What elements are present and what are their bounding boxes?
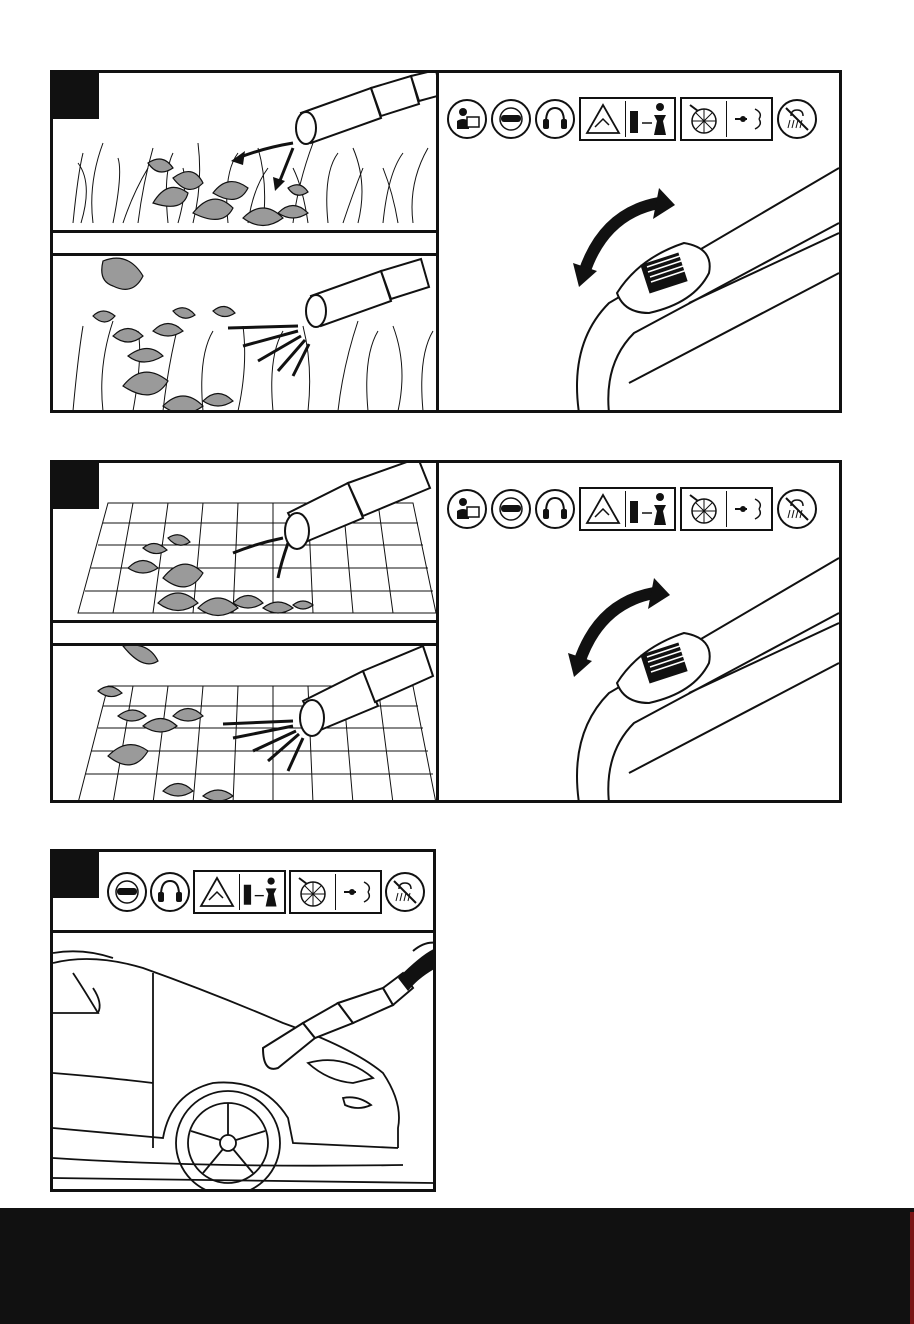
rotating-fan-icon: [680, 97, 773, 141]
grass-blow-panel: [53, 253, 439, 413]
bystander-distance-icon: [193, 870, 286, 914]
ear-protection-icon: [535, 489, 575, 529]
section-1-frame: [50, 70, 842, 413]
grass-speed-switch-panel: [436, 163, 842, 413]
footer-accent-edge: [910, 1212, 914, 1324]
no-rain-icon: [385, 872, 425, 912]
section-2-frame: [50, 460, 842, 803]
footer-bar: [0, 1208, 914, 1324]
bystander-distance-icon: [579, 97, 676, 141]
rotating-fan-icon: [680, 487, 773, 531]
paving-speed-switch-panel: [436, 553, 842, 803]
step-number-box: [53, 463, 99, 509]
paving-blow-panel: [53, 643, 439, 803]
step-number-box: [53, 852, 99, 898]
grass-safety-icons-panel: [436, 73, 842, 166]
paving-safety-icons-panel: [436, 463, 842, 556]
safety-icon-row: [447, 487, 817, 531]
car-drying-illustration: [53, 933, 436, 1192]
safety-goggles-icon: [491, 99, 531, 139]
grass-gather-panel: [53, 73, 439, 233]
speed-switch-illustration: [439, 163, 842, 413]
ear-protection-icon: [535, 99, 575, 139]
speed-switch-illustration: [439, 553, 842, 803]
step-number-box: [53, 73, 99, 119]
grass-blow-illustration: [53, 256, 436, 413]
no-rain-icon: [777, 489, 817, 529]
paving-gather-illustration: [53, 463, 436, 620]
paving-gather-panel: [53, 463, 439, 623]
safety-icon-row: [447, 97, 817, 141]
read-manual-icon: [447, 99, 487, 139]
section-3-frame: [50, 849, 436, 1192]
bystander-distance-icon: [579, 487, 676, 531]
no-rain-icon: [777, 99, 817, 139]
rotating-fan-icon: [289, 870, 382, 914]
grass-gather-illustration: [53, 73, 436, 230]
read-manual-icon: [447, 489, 487, 529]
safety-goggles-icon: [491, 489, 531, 529]
safety-icon-row: [107, 870, 425, 914]
safety-goggles-icon: [107, 872, 147, 912]
ear-protection-icon: [150, 872, 190, 912]
paving-blow-illustration: [53, 646, 436, 803]
